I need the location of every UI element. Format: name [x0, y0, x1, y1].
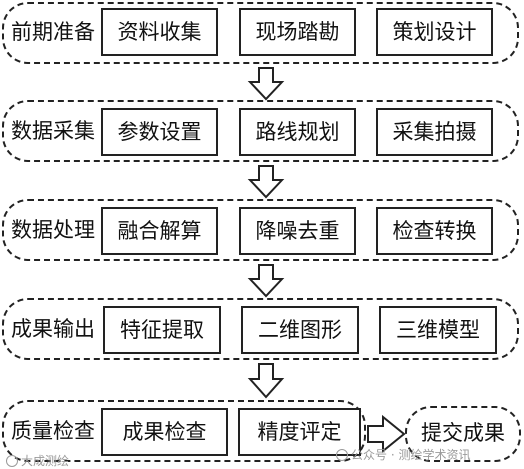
step-box-4-1: 特征提取 [103, 306, 221, 354]
down-arrow-1 [247, 67, 285, 101]
step-box-4-2: 二维图形 [241, 306, 359, 354]
step-box-2-1: 参数设置 [101, 108, 218, 156]
step-box-2-2: 路线规划 [239, 108, 356, 156]
down-arrow-4 [247, 363, 285, 399]
watermark-right: 公众号 · 测绘学术资讯 [336, 446, 470, 463]
stage-label-3: 数据处理 [11, 218, 95, 242]
final-output-label: 提交成果 [421, 421, 505, 445]
step-box-3-2: 降噪去重 [239, 207, 356, 255]
final-output-group [405, 406, 521, 462]
step-box-5-1: 成果检查 [101, 408, 228, 456]
stage-group-2 [2, 100, 519, 162]
watermark-left: 大成测绘 [6, 452, 69, 469]
watermark-logo-icon [6, 455, 18, 467]
stage-group-3 [2, 199, 519, 261]
stage-label-5: 质量检查 [11, 419, 95, 443]
step-box-1-3: 策划设计 [376, 8, 493, 56]
down-arrow-2 [247, 165, 285, 199]
wechat-icon [336, 449, 348, 461]
stage-group-4 [2, 298, 519, 360]
step-box-2-3: 采集拍摄 [376, 108, 493, 156]
stage-group-5 [2, 400, 366, 462]
stage-label-4: 成果输出 [11, 317, 95, 341]
step-box-1-1: 资料收集 [101, 8, 218, 56]
step-box-1-2: 现场踏勘 [239, 8, 356, 56]
step-box-4-3: 三维模型 [379, 306, 497, 354]
stage-label-2: 数据采集 [11, 119, 95, 143]
step-box-3-1: 融合解算 [101, 207, 218, 255]
step-box-3-3: 检查转换 [376, 207, 493, 255]
step-box-5-2: 精度评定 [238, 408, 361, 456]
stage-label-1: 前期准备 [11, 20, 95, 44]
down-arrow-3 [247, 264, 285, 298]
stage-group-1 [2, 2, 519, 64]
